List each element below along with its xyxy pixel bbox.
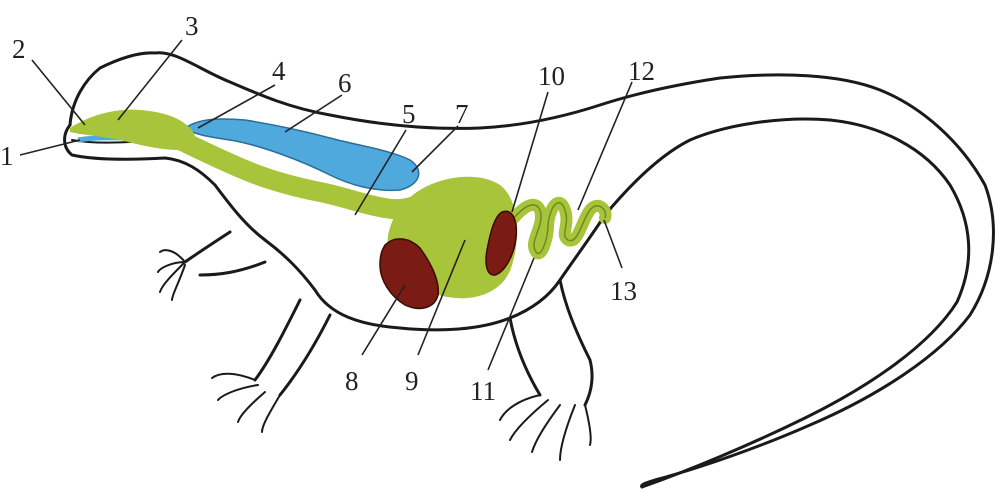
label-4: 4 bbox=[272, 56, 286, 86]
label-13: 13 bbox=[610, 276, 637, 306]
label-12: 12 bbox=[628, 56, 655, 86]
label-1: 1 bbox=[0, 141, 14, 171]
label-3: 3 bbox=[185, 11, 199, 41]
label-6: 6 bbox=[338, 68, 352, 98]
label-10: 10 bbox=[538, 61, 565, 91]
label-11: 11 bbox=[470, 376, 496, 406]
label-9: 9 bbox=[405, 366, 419, 396]
label-7: 7 bbox=[455, 99, 469, 129]
digestive-tract bbox=[70, 110, 606, 299]
label-2: 2 bbox=[12, 34, 26, 64]
label-5: 5 bbox=[402, 99, 416, 129]
label-8: 8 bbox=[345, 366, 359, 396]
